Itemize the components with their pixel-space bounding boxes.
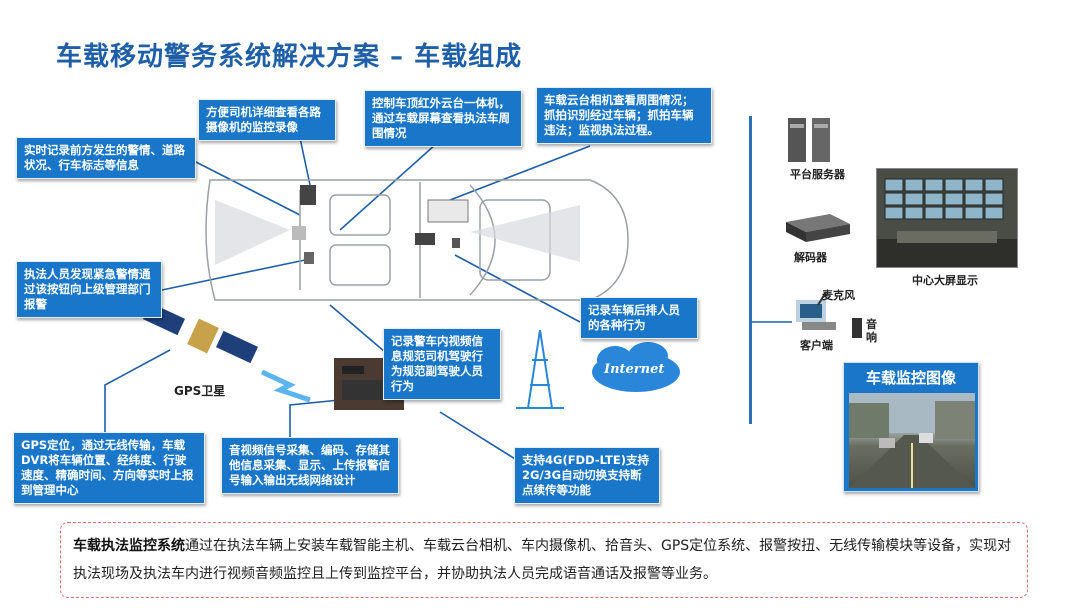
system-divider xyxy=(749,116,752,424)
label-decoder: 解码器 xyxy=(794,251,827,264)
label-client: 客户端 xyxy=(800,339,833,352)
summary-text: 通过在执法车辆上安装车载智能主机、车载云台相机、车内摄像机、拾音头、GPS定位系… xyxy=(73,538,1012,582)
client-pc-icon xyxy=(796,300,836,330)
callout-rear-record: 记录车辆后排人员的各种行为 xyxy=(580,297,698,339)
callout-driver-view: 方便司机详细查看各路摄像机的监控录像 xyxy=(198,99,336,141)
decoder-icon xyxy=(786,214,850,242)
callout-ptz-camera: 车载云台相机查看周围情况；抓拍识别经过车辆；抓拍车辆违法；监视执法过程。 xyxy=(536,87,712,144)
callout-front-record: 实时记录前方发生的警情、道路状况、行车标志等信息 xyxy=(16,137,196,179)
internet-cloud-icon xyxy=(592,342,680,392)
label-speaker: 音响 xyxy=(866,318,877,344)
label-internet: Internet xyxy=(604,362,665,377)
rear-camera-icon xyxy=(452,238,460,248)
summary-bold: 车载执法监控系统 xyxy=(73,538,185,554)
label-microphone: 麦克风 xyxy=(822,289,855,302)
wireless-signal-icon xyxy=(260,369,311,403)
callout-in-car-video: 记录警车内视频信息规范司机驾驶行为规范副驾驶人员行为 xyxy=(383,328,501,400)
callout-gps-info: GPS定位，通过无线传输，车载DVR将车辆位置、经纬度、行驶速度、精确时间、方向… xyxy=(13,432,205,504)
callout-roof-ptz: 控制车顶红外云台一体机，通过车载屏幕查看执法车周围情况 xyxy=(364,90,522,147)
callout-network: 支持4G(FDD-LTE)支持2G/3G自动切换支持断点续传等功能 xyxy=(514,447,660,504)
signal-tower-icon xyxy=(516,329,564,409)
vehicle-monitor-image xyxy=(849,393,975,488)
callout-av-collect: 音视频信号采集、编码、存储其他信息采集、显示、上传报警信号输入输出无线网络设计 xyxy=(221,437,399,494)
summary-box: 车载执法监控系统通过在执法车辆上安装车载智能主机、车载云台相机、车内摄像机、拾音… xyxy=(60,522,1028,598)
callout-emergency: 执法人员发现紧急警情通过该按钮向上级管理部门报警 xyxy=(16,261,162,318)
page-title: 车载移动警务系统解决方案 – 车载组成 xyxy=(56,42,523,72)
label-center-screen: 中心大屏显示 xyxy=(912,274,978,287)
label-platform-server: 平台服务器 xyxy=(790,168,845,181)
car-dvr-icon xyxy=(415,233,435,245)
driver-monitor-icon xyxy=(300,185,316,205)
center-screen-image xyxy=(876,168,1018,268)
speaker-icon xyxy=(852,318,862,338)
server-icon xyxy=(788,118,830,162)
emergency-button-icon xyxy=(304,252,314,264)
ptz-camera-icon xyxy=(427,199,469,223)
label-gps-satellite: GPS卫星 xyxy=(174,384,226,398)
in-car-camera-icon xyxy=(292,226,306,240)
vehicle-monitor-title: 车载监控图像 xyxy=(865,369,956,387)
vehicle-monitor-panel: 车载监控图像 xyxy=(843,362,979,492)
microphone-icon xyxy=(817,291,827,306)
